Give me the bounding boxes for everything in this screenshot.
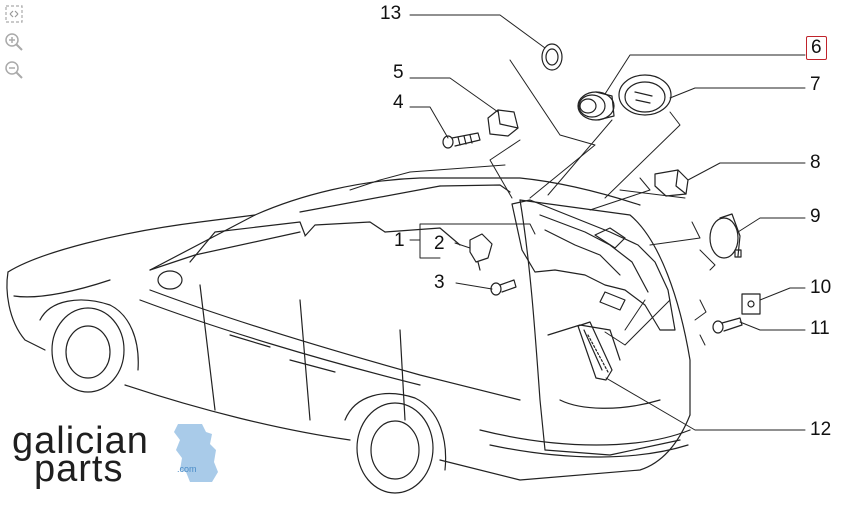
logo-domain: .com (177, 464, 197, 474)
part-11-screw (712, 317, 743, 334)
part-10-nut (741, 293, 761, 315)
callout-11[interactable]: 11 (810, 318, 830, 339)
callout-10[interactable]: 10 (810, 277, 832, 298)
leader-lines (349, 14, 806, 431)
zoom-in-icon[interactable] (4, 32, 24, 52)
callout-12[interactable]: 12 (810, 419, 832, 440)
part-3-screw (490, 279, 517, 296)
callout-8[interactable]: 8 (810, 152, 821, 173)
part-5-clip (487, 109, 519, 137)
callout-5[interactable]: 5 (393, 62, 404, 83)
callout-13[interactable]: 13 (380, 3, 402, 24)
galicianparts-logo[interactable]: galician parts .com (12, 420, 222, 490)
part-2-clip (469, 233, 493, 271)
logo-text-galician: galician (12, 420, 149, 462)
fit-icon[interactable] (4, 4, 24, 24)
part-12-handle (577, 321, 613, 381)
part-8-plug (654, 169, 689, 197)
map-shape-icon (174, 424, 218, 482)
callout-3[interactable]: 3 (434, 272, 445, 293)
callout-6[interactable]: 6 (806, 36, 827, 60)
part-6-speaker (577, 91, 615, 121)
callout-9[interactable]: 9 (810, 206, 821, 227)
zoom-out-icon[interactable] (4, 60, 24, 80)
callout-7[interactable]: 7 (810, 74, 821, 95)
callout-2[interactable]: 2 (434, 233, 445, 254)
callout-1[interactable]: 1 (394, 230, 405, 251)
part-4-screw (442, 132, 481, 149)
part-7-grille (618, 74, 672, 116)
callout-4[interactable]: 4 (393, 92, 404, 113)
part-13-grommet (541, 43, 563, 71)
viewer-toolbar (4, 4, 26, 88)
trim-panel (511, 199, 676, 331)
logo-text-parts: parts (34, 448, 124, 490)
part-9-lamp (709, 213, 742, 259)
car-body (6, 177, 691, 494)
